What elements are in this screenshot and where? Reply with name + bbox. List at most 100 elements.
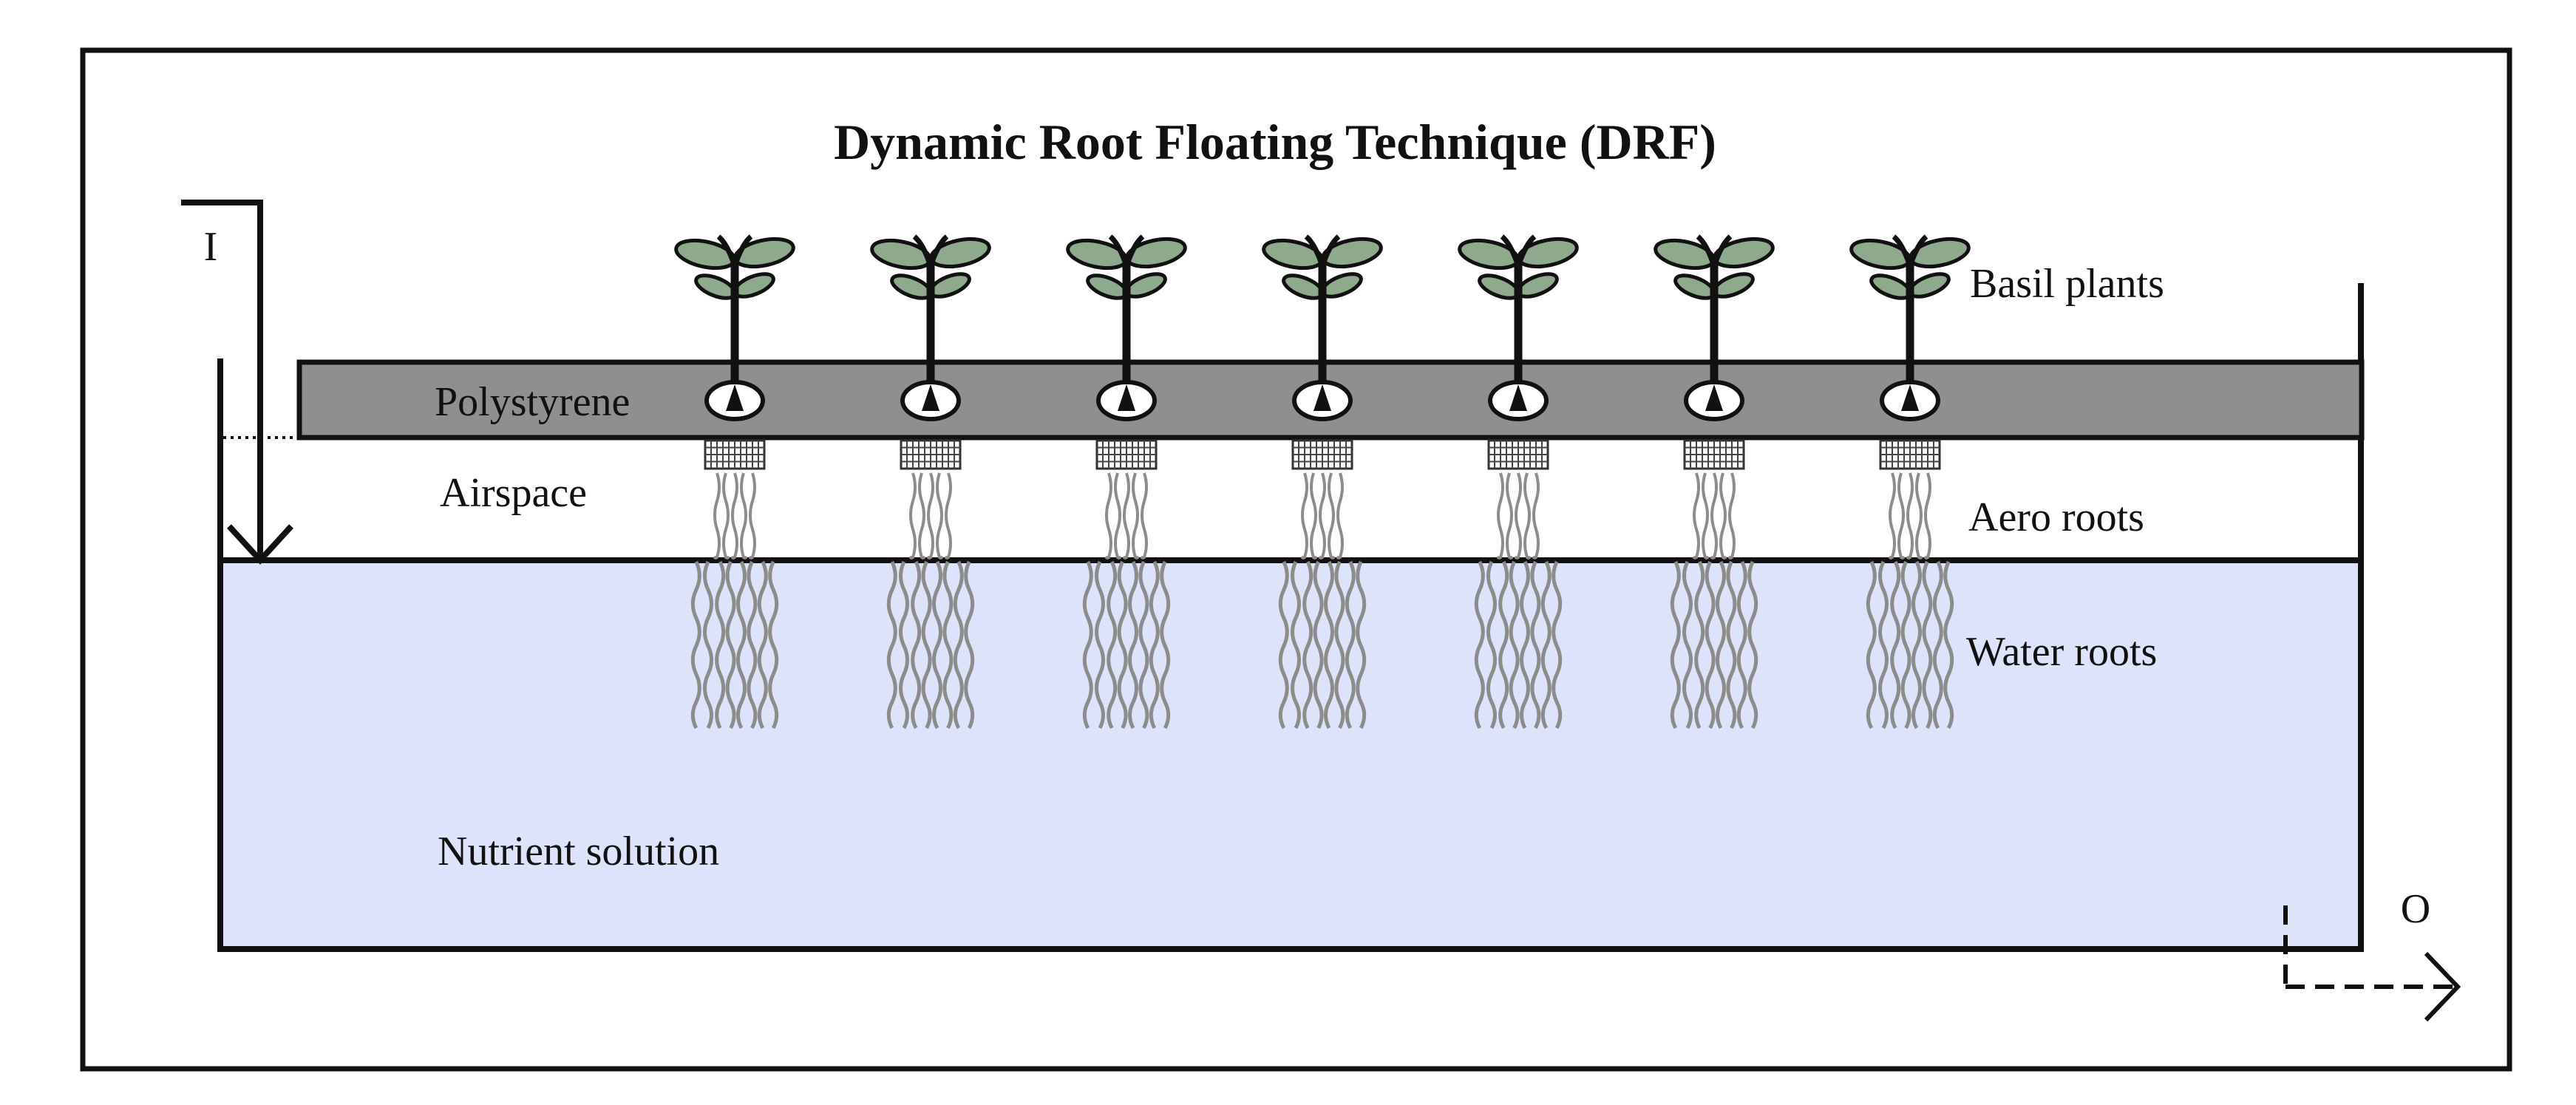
water-root (1313, 560, 1324, 730)
water-root (725, 560, 736, 730)
aero-root (1728, 472, 1736, 560)
basil-plant-6 (1654, 234, 1775, 730)
water-root (1922, 560, 1933, 730)
aero-root (927, 472, 934, 560)
aero-root (1141, 472, 1148, 560)
water-root (1911, 560, 1922, 730)
aero-root (1532, 472, 1540, 560)
water-roots (1670, 560, 1758, 730)
aero-root (1523, 472, 1531, 560)
aero-root (1310, 472, 1317, 560)
aero-root (740, 472, 747, 560)
water-root (1520, 560, 1530, 730)
aero-root (1702, 472, 1709, 560)
water-root (1128, 560, 1138, 730)
water-root (1552, 560, 1563, 730)
polystyrene-label: Polystyrene (435, 379, 630, 425)
water-roots (1474, 560, 1563, 730)
stem-base (1509, 384, 1527, 411)
aero-roots (1497, 472, 1540, 560)
water-root (1160, 560, 1171, 730)
water-root (964, 560, 975, 730)
water-root (757, 560, 768, 730)
water-root (1149, 560, 1160, 730)
aero-root (1889, 472, 1896, 560)
water-root (1278, 560, 1289, 730)
water-root (1498, 560, 1509, 730)
net-cup (1291, 439, 1353, 470)
water-root (1943, 560, 1954, 730)
aero-roots (1301, 472, 1344, 560)
water-root (1356, 560, 1367, 730)
stem-base (1705, 384, 1723, 411)
water-root (1486, 560, 1497, 730)
stem-base (1314, 384, 1331, 411)
aero-root (1915, 472, 1923, 560)
aero-root (731, 472, 738, 560)
water-root (1682, 560, 1693, 730)
water-root (953, 560, 964, 730)
diagram-title: Dynamic Root Floating Technique (DRF) (834, 114, 1716, 170)
water-root (768, 560, 779, 730)
water-root (1509, 560, 1520, 730)
aero-roots (713, 472, 756, 560)
net-cup (1095, 439, 1158, 470)
aero-roots (1889, 472, 1931, 560)
water-root (1878, 560, 1889, 730)
water-root (921, 560, 932, 730)
water-root (1107, 560, 1118, 730)
net-cup (1683, 439, 1745, 470)
water-roots (1082, 560, 1171, 730)
nutrient-solution (220, 560, 2361, 949)
aero-roots (1105, 472, 1148, 560)
aero-root (1924, 472, 1931, 560)
aero-root (909, 472, 917, 560)
stem-base (922, 384, 939, 411)
water-root (911, 560, 922, 730)
stem-base (1901, 384, 1919, 411)
water-root (886, 560, 897, 730)
water-root (1082, 560, 1093, 730)
aero-root (1710, 472, 1718, 560)
basil-plants-group (674, 234, 1971, 730)
water-root (1900, 560, 1911, 730)
water-roots-label: Water roots (1966, 629, 2157, 675)
aero-root (1114, 472, 1121, 560)
water-root (1932, 560, 1943, 730)
basil-plant-2 (870, 234, 991, 730)
net-cup (704, 439, 766, 470)
aero-root (722, 472, 730, 560)
inlet-label: I (204, 224, 218, 270)
water-root (736, 560, 747, 730)
nutrient-solution-label: Nutrient solution (438, 829, 719, 874)
tank-wall (217, 283, 2364, 952)
water-root (1138, 560, 1149, 730)
inlet-arrow (181, 200, 293, 565)
water-roots (1278, 560, 1367, 730)
water-roots (690, 560, 779, 730)
water-root (1324, 560, 1334, 730)
aero-root (1123, 472, 1130, 560)
net-cup (900, 439, 962, 470)
aero-root (1515, 472, 1522, 560)
aero-roots (1693, 472, 1736, 560)
water-root (1694, 560, 1705, 730)
aero-root (1319, 472, 1326, 560)
water-root (1736, 560, 1747, 730)
outlet-arrow (2283, 905, 2461, 1022)
aero-roots (909, 472, 952, 560)
stem-base (1118, 384, 1135, 411)
water-roots (886, 560, 975, 730)
aero-root (1897, 472, 1905, 560)
aero-root (1105, 472, 1112, 560)
water-root (1540, 560, 1552, 730)
basil-plant-3 (1066, 234, 1187, 730)
aero-root (936, 472, 943, 560)
aero-root (749, 472, 756, 560)
water-root (1670, 560, 1681, 730)
aero-root (1497, 472, 1504, 560)
basil-plant-4 (1262, 234, 1383, 730)
aero-root (1693, 472, 1700, 560)
net-cup (1879, 439, 1941, 470)
